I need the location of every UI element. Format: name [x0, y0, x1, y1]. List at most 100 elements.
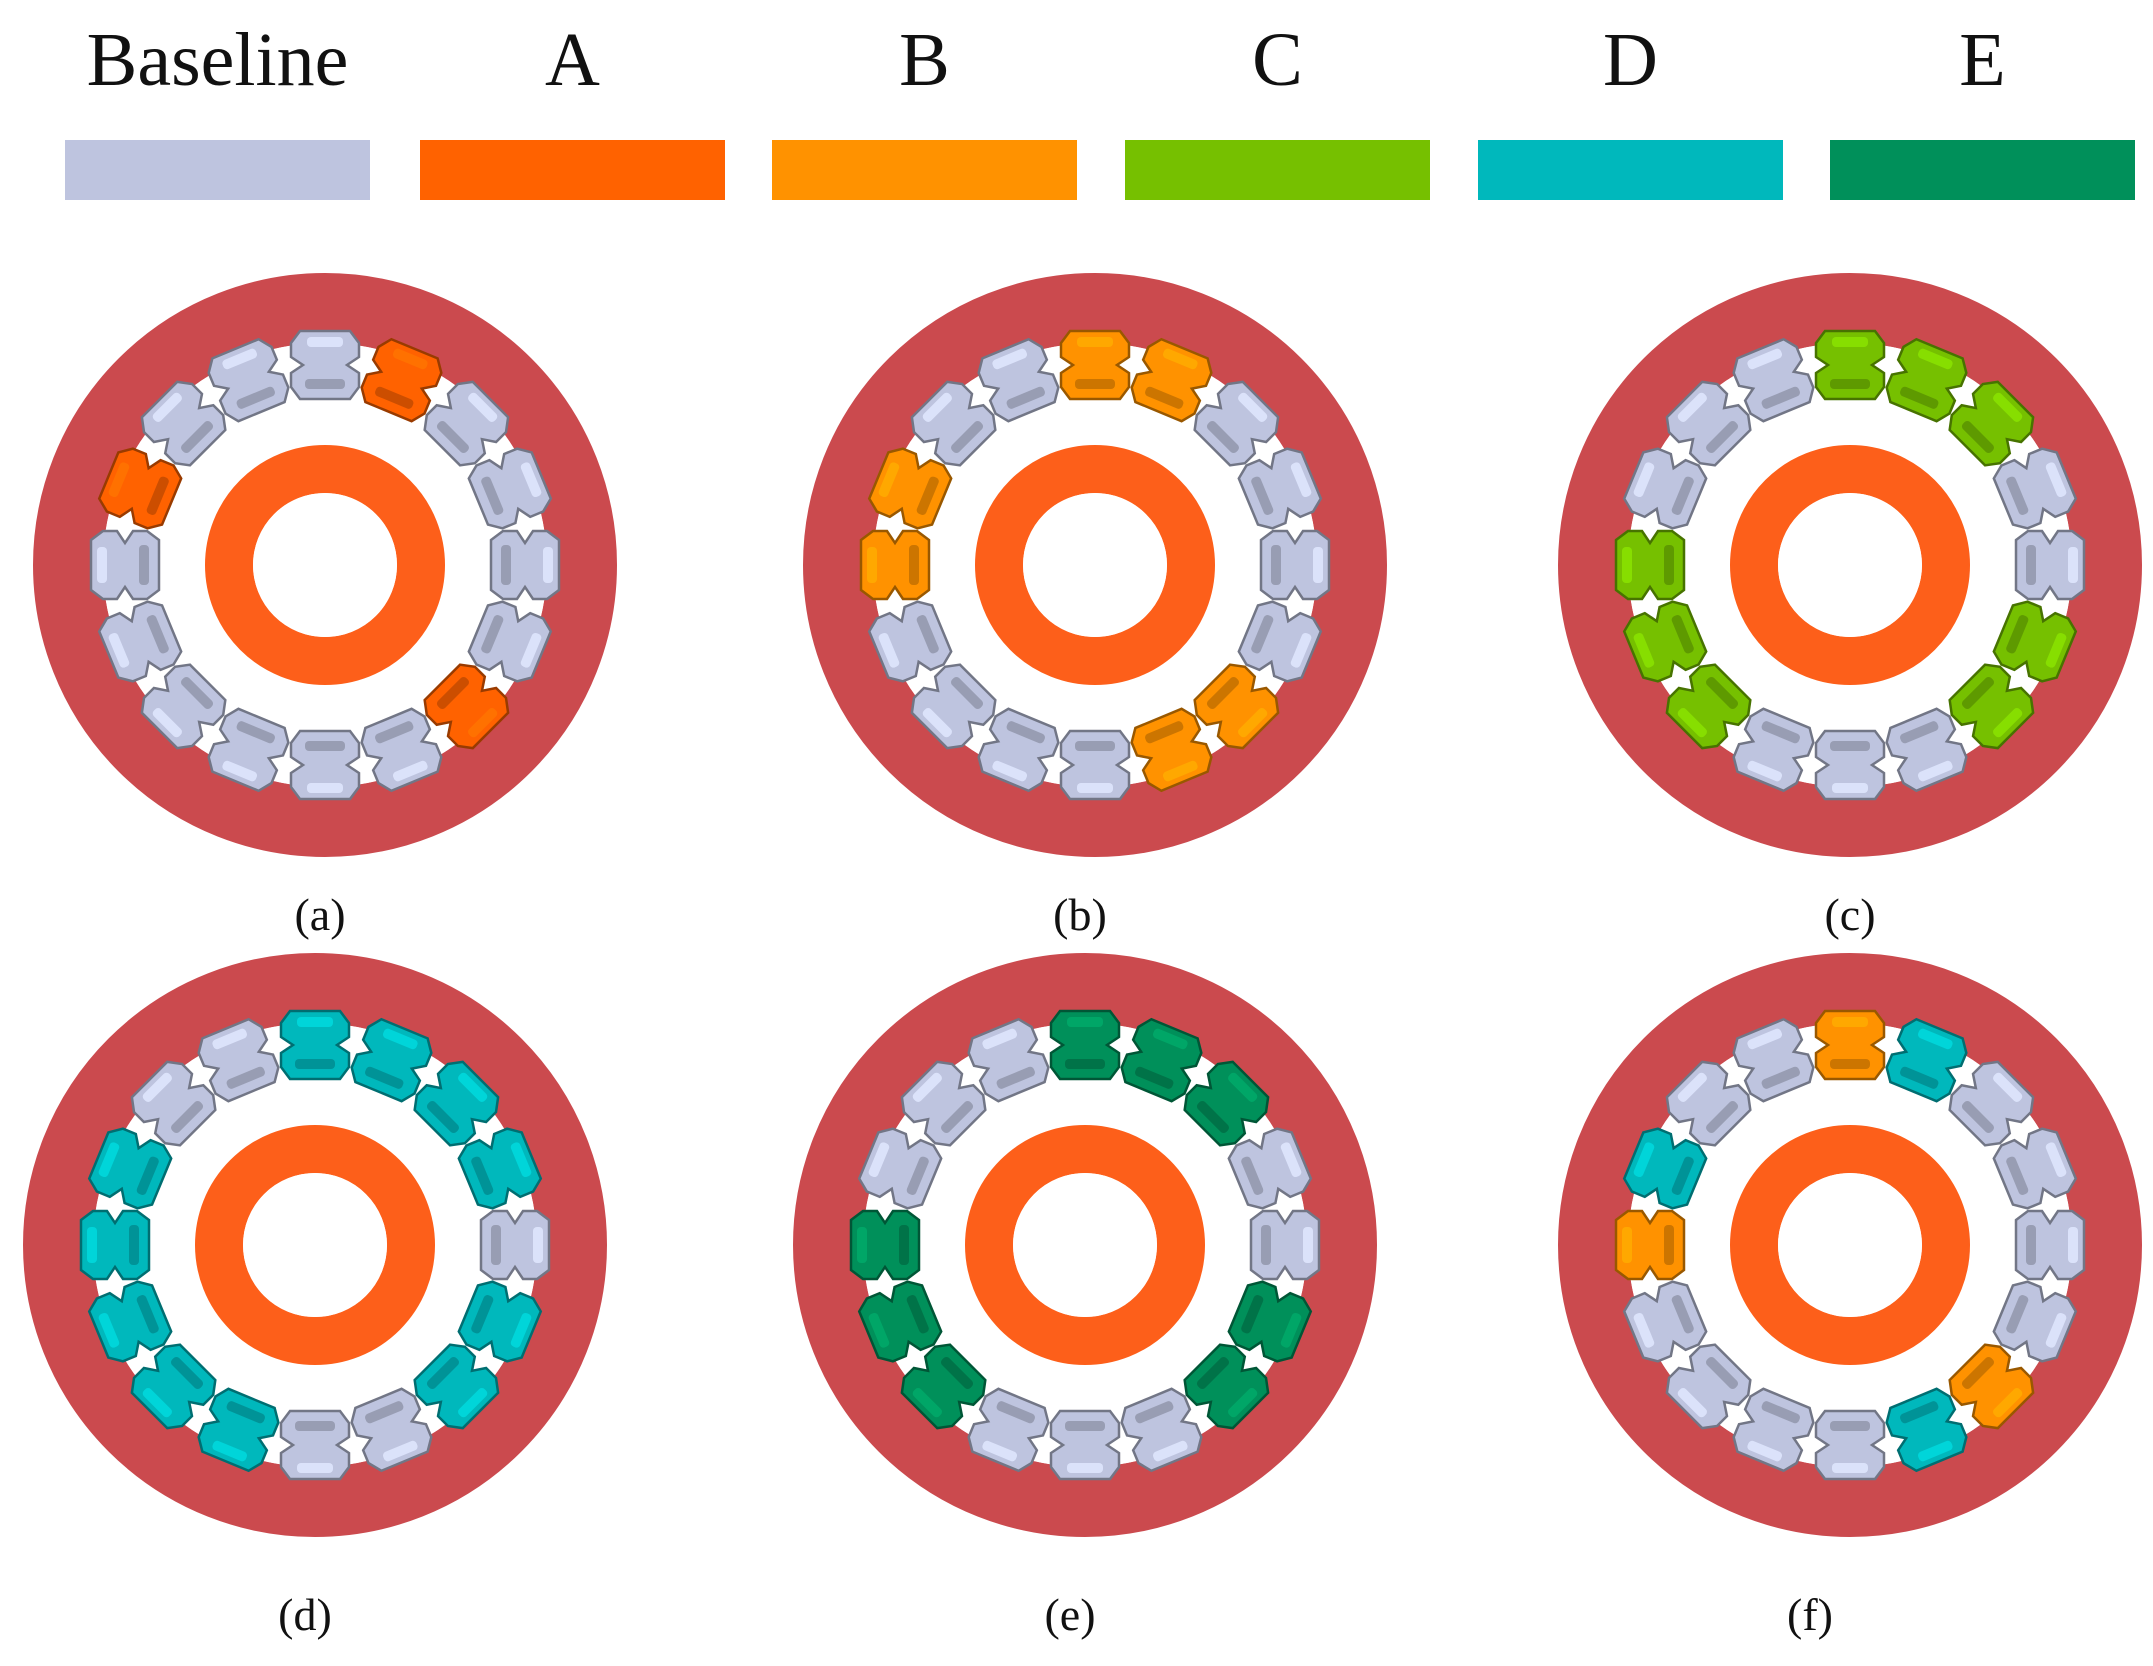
pellet-baseline: [289, 329, 361, 401]
pellet-e: [1177, 1337, 1276, 1436]
center-hole: [1778, 1173, 1922, 1317]
pellet-d: [192, 1384, 285, 1476]
pellet-c: [1614, 529, 1686, 601]
pellet-baseline: [1727, 1384, 1820, 1476]
pellet-d: [1880, 1014, 1973, 1106]
pellet-c: [1942, 374, 2041, 473]
pellet-b: [1614, 1209, 1686, 1281]
pellet-baseline: [854, 1122, 946, 1215]
pellet-e: [854, 1275, 946, 1368]
legend-swatch: [1830, 140, 2135, 200]
legend-swatch: [1125, 140, 1430, 200]
legend-item-b: B: [772, 0, 1077, 220]
pellet-a: [94, 442, 186, 535]
pellet-baseline: [124, 1054, 223, 1153]
center-hole: [253, 493, 397, 637]
outer-ring: [803, 273, 1387, 857]
pellet-e: [1177, 1054, 1276, 1153]
pellet-e: [849, 1209, 921, 1281]
center-hole: [1013, 1173, 1157, 1317]
pellet-e: [1049, 1009, 1121, 1081]
pellet-baseline: [972, 704, 1065, 796]
pellet-baseline: [972, 334, 1065, 426]
pellet-baseline: [904, 374, 1003, 473]
pellet-baseline: [89, 529, 161, 601]
pellet-baseline: [1727, 1014, 1820, 1106]
pellet-baseline: [1659, 1054, 1758, 1153]
pellet-d: [279, 1009, 351, 1081]
pellet-baseline: [1234, 595, 1326, 688]
pellet-c: [1814, 329, 1886, 401]
pellet-d: [84, 1275, 176, 1368]
pellet-c: [1989, 595, 2081, 688]
pellet-baseline: [1989, 1275, 2081, 1368]
inner-ring: [1730, 1125, 1970, 1365]
pellet-c: [1659, 657, 1758, 756]
pellet-baseline: [1249, 1209, 1321, 1281]
pellet-e: [1224, 1275, 1316, 1368]
pellet-baseline: [417, 374, 516, 473]
pellet-baseline: [192, 1014, 285, 1106]
panel-caption: (a): [294, 889, 345, 940]
pellet-baseline: [289, 729, 361, 801]
pellet-c: [1619, 595, 1711, 688]
pellet-d: [1880, 1384, 1973, 1476]
pellet-d: [84, 1122, 176, 1215]
pellet-baseline: [279, 1409, 351, 1481]
pellet-baseline: [2014, 1209, 2086, 1281]
legend-item-c: C: [1125, 0, 1430, 220]
pellet-baseline: [202, 704, 295, 796]
pellet-baseline: [962, 1384, 1055, 1476]
pellet-baseline: [464, 442, 556, 535]
inner-ring: [965, 1125, 1205, 1365]
pellet-baseline: [94, 595, 186, 688]
legend-label: A: [545, 18, 600, 102]
pellet-baseline: [1224, 1122, 1316, 1215]
pellet-e: [1115, 1014, 1208, 1106]
legend-item-baseline: Baseline: [65, 0, 370, 220]
pellet-baseline: [904, 657, 1003, 756]
pellet-baseline: [345, 1384, 438, 1476]
legend-label: D: [1603, 18, 1658, 102]
legend-swatch: [1478, 140, 1783, 200]
pellet-baseline: [489, 529, 561, 601]
pellet-c: [1880, 334, 1973, 426]
pellet-baseline: [1234, 442, 1326, 535]
pellet-b: [864, 442, 956, 535]
pellet-d: [454, 1275, 546, 1368]
pellet-baseline: [1187, 374, 1286, 473]
pellet-baseline: [1659, 1337, 1758, 1436]
pellet-d: [1619, 1122, 1711, 1215]
pellet-b: [859, 529, 931, 601]
pellet-d: [407, 1337, 506, 1436]
pellet-baseline: [1942, 1054, 2041, 1153]
center-hole: [1778, 493, 1922, 637]
pellet-baseline: [1259, 529, 1331, 601]
pellet-b: [1942, 1337, 2041, 1436]
pellet-baseline: [1059, 729, 1131, 801]
panel-c: (c): [1558, 273, 2142, 940]
pellet-d: [79, 1209, 151, 1281]
inner-ring: [205, 445, 445, 685]
pellet-d: [454, 1122, 546, 1215]
center-hole: [1023, 493, 1167, 637]
pellet-baseline: [134, 374, 233, 473]
pellet-e: [894, 1337, 993, 1436]
pellet-baseline: [479, 1209, 551, 1281]
pellet-baseline: [1727, 704, 1820, 796]
pellet-baseline: [1727, 334, 1820, 426]
panel-caption: (c): [1824, 889, 1875, 940]
legend-label: C: [1252, 18, 1303, 102]
panel-a: (a): [33, 273, 617, 940]
pellet-baseline: [464, 595, 556, 688]
legend-swatch: [420, 140, 725, 200]
pellet-baseline: [1989, 1122, 2081, 1215]
outer-ring: [33, 273, 617, 857]
pellet-baseline: [864, 595, 956, 688]
panel-f: (f): [1558, 953, 2142, 1640]
legend-item-a: A: [420, 0, 725, 220]
pellet-baseline: [1619, 442, 1711, 535]
panel-b: (b): [803, 273, 1387, 940]
